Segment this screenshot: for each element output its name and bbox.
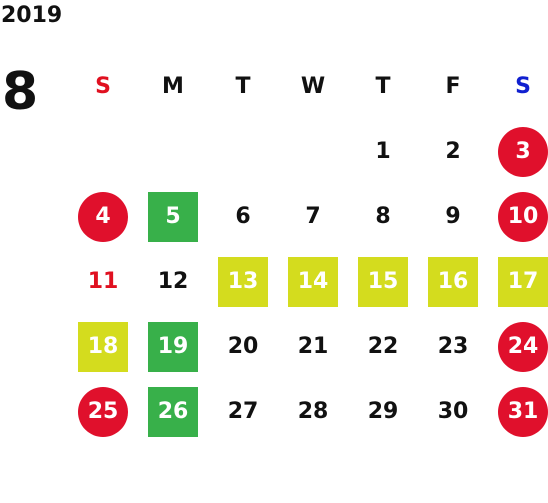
day-cell[interactable]: 3: [488, 119, 548, 184]
day-cell[interactable]: 14: [278, 249, 348, 314]
day-cell[interactable]: 15: [348, 249, 418, 314]
day-number: 1: [375, 138, 391, 164]
day-cell[interactable]: 7: [278, 184, 348, 249]
day-number: 16: [428, 256, 478, 307]
day-number: 25: [78, 386, 128, 437]
day-number: 8: [375, 203, 391, 229]
day-number: 14: [288, 256, 338, 307]
day-cell[interactable]: 25: [68, 379, 138, 444]
day-cell[interactable]: 5: [138, 184, 208, 249]
day-number: 6: [235, 203, 251, 229]
day-number: 18: [78, 321, 128, 372]
day-number: 21: [297, 333, 329, 359]
day-number: 29: [367, 398, 399, 424]
day-cell[interactable]: 18: [68, 314, 138, 379]
day-cell[interactable]: 1: [348, 119, 418, 184]
day-number: 15: [358, 256, 408, 307]
day-cell[interactable]: 17: [488, 249, 548, 314]
day-cell[interactable]: 27: [208, 379, 278, 444]
day-cell[interactable]: 13: [208, 249, 278, 314]
day-cell[interactable]: 19: [138, 314, 208, 379]
day-number: 20: [227, 333, 259, 359]
month-label: 8: [2, 62, 39, 122]
day-number: 7: [305, 203, 321, 229]
day-cell[interactable]: 12: [138, 249, 208, 314]
weekday-header: M: [162, 74, 184, 99]
weekday-header: S: [95, 74, 111, 99]
day-cell[interactable]: 28: [278, 379, 348, 444]
weekday-header: F: [445, 74, 461, 99]
day-number: 9: [445, 203, 461, 229]
day-number: 22: [367, 333, 399, 359]
day-cell[interactable]: 20: [208, 314, 278, 379]
day-cell[interactable]: 31: [488, 379, 548, 444]
day-cell[interactable]: 26: [138, 379, 208, 444]
weekday-header: T: [375, 74, 391, 99]
day-cell[interactable]: 6: [208, 184, 278, 249]
day-cell[interactable]: 16: [418, 249, 488, 314]
day-cell[interactable]: 10: [488, 184, 548, 249]
day-cell[interactable]: 29: [348, 379, 418, 444]
day-cell[interactable]: 11: [68, 249, 138, 314]
day-cell[interactable]: 30: [418, 379, 488, 444]
day-number: 4: [78, 191, 128, 242]
day-cell[interactable]: 22: [348, 314, 418, 379]
day-number: 10: [498, 191, 548, 242]
weekday-header: W: [300, 74, 326, 99]
year-label: 2019: [1, 3, 63, 28]
day-number: 19: [148, 321, 198, 372]
day-number: 13: [218, 256, 268, 307]
day-number: 12: [157, 268, 189, 294]
day-cell[interactable]: 9: [418, 184, 488, 249]
day-number: 3: [498, 126, 548, 177]
day-number: 17: [498, 256, 548, 307]
day-cell[interactable]: 24: [488, 314, 548, 379]
day-cell[interactable]: 8: [348, 184, 418, 249]
day-number: 23: [437, 333, 469, 359]
day-number: 2: [445, 138, 461, 164]
weekday-header: S: [515, 74, 531, 99]
day-number: 5: [148, 191, 198, 242]
day-cell[interactable]: 21: [278, 314, 348, 379]
weekday-header: T: [235, 74, 251, 99]
day-number: 11: [87, 268, 119, 294]
day-number: 30: [437, 398, 469, 424]
day-cell[interactable]: 2: [418, 119, 488, 184]
day-number: 26: [148, 386, 198, 437]
day-number: 24: [498, 321, 548, 372]
day-number: 31: [498, 386, 548, 437]
day-cell[interactable]: 23: [418, 314, 488, 379]
day-number: 27: [227, 398, 259, 424]
day-number: 28: [297, 398, 329, 424]
day-cell[interactable]: 4: [68, 184, 138, 249]
